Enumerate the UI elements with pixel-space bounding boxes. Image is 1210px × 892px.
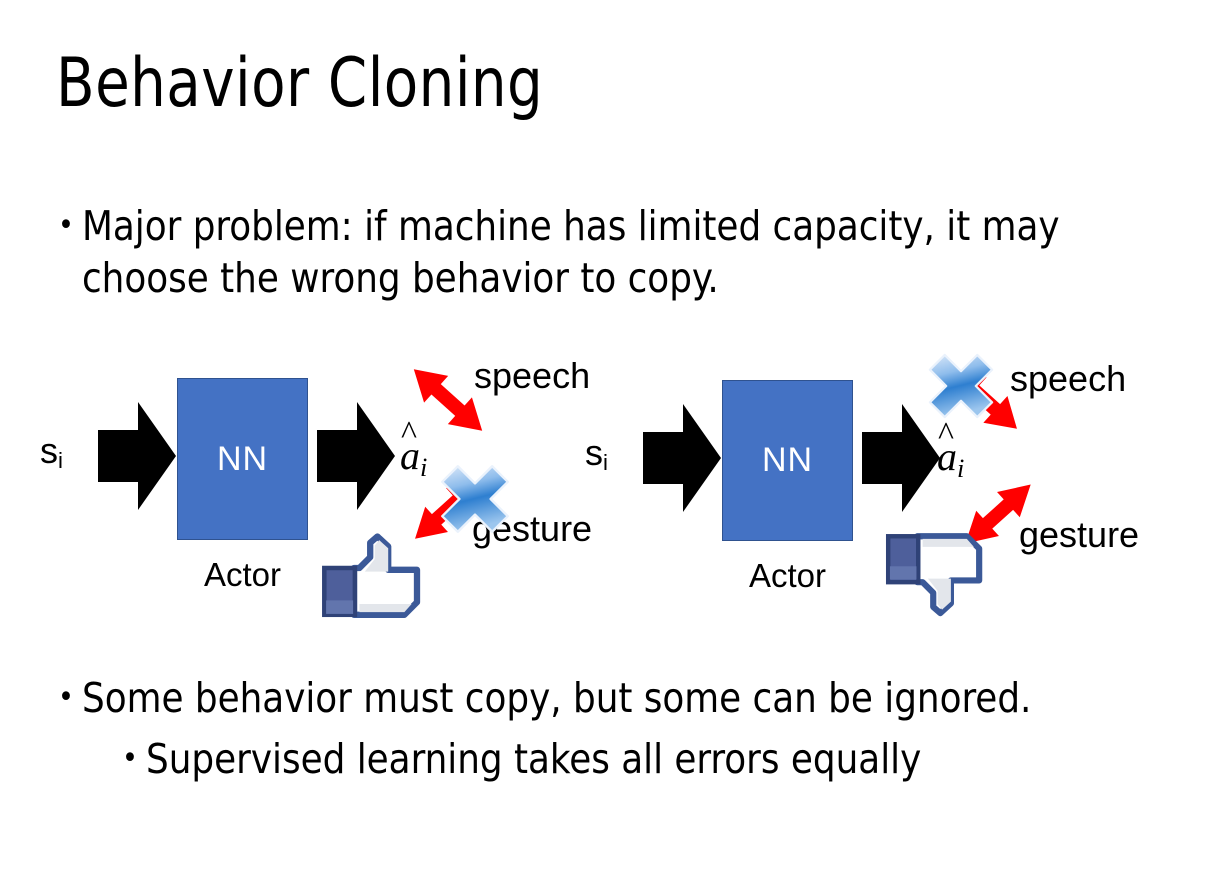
bullet-marker: • xyxy=(58,208,74,243)
output-label-gesture-right: gesture xyxy=(1019,514,1140,555)
bullet-text: Some behavior must copy, but some can be… xyxy=(82,674,1032,722)
input-state-label-right: si xyxy=(585,432,608,475)
input-arrow-icon-right xyxy=(643,402,721,514)
actor-caption-right: Actor xyxy=(748,557,827,594)
output-arrow-icon-right xyxy=(862,402,940,514)
action-output-label-left: ^ ai xyxy=(400,415,428,482)
cross-out-icon-gesture-left xyxy=(436,460,514,538)
input-state-label-left: si xyxy=(40,430,63,473)
action-output-label-right: ^ ai xyxy=(937,416,965,483)
cross-out-icon-speech-right xyxy=(924,349,998,423)
neural-network-box-right: NN xyxy=(722,380,853,541)
bullet-item-major-problem: • Major problem: if machine has limited … xyxy=(58,200,1118,304)
gesture-link-arrow-right xyxy=(955,468,1041,560)
actor-caption-left: Actor xyxy=(203,556,282,593)
input-arrow-icon-left xyxy=(98,400,176,512)
nn-label: NN xyxy=(761,441,814,479)
neural-network-box-left: NN xyxy=(177,378,308,540)
hat-accent: ^ xyxy=(938,416,954,453)
thumbs-down-icon xyxy=(882,528,988,624)
nn-label: NN xyxy=(216,439,269,478)
output-label-speech-left: speech xyxy=(474,355,591,396)
page-title: Behavior Cloning xyxy=(56,44,544,123)
bullet-marker: • xyxy=(58,680,74,715)
speech-link-arrow-left xyxy=(408,352,488,448)
bullet-marker: • xyxy=(122,741,138,776)
output-label-speech-right: speech xyxy=(1010,358,1127,399)
hat-accent: ^ xyxy=(401,415,417,452)
output-arrow-icon-left xyxy=(317,400,395,512)
bullet-item-supervised-learning: • Supervised learning takes all errors e… xyxy=(122,733,1172,785)
bullet-text: Supervised learning takes all errors equ… xyxy=(146,735,922,783)
bullet-text: Major problem: if machine has limited ca… xyxy=(82,202,1060,302)
bullet-item-some-behavior: • Some behavior must copy, but some can … xyxy=(58,672,1168,724)
thumbs-up-icon xyxy=(318,532,426,622)
